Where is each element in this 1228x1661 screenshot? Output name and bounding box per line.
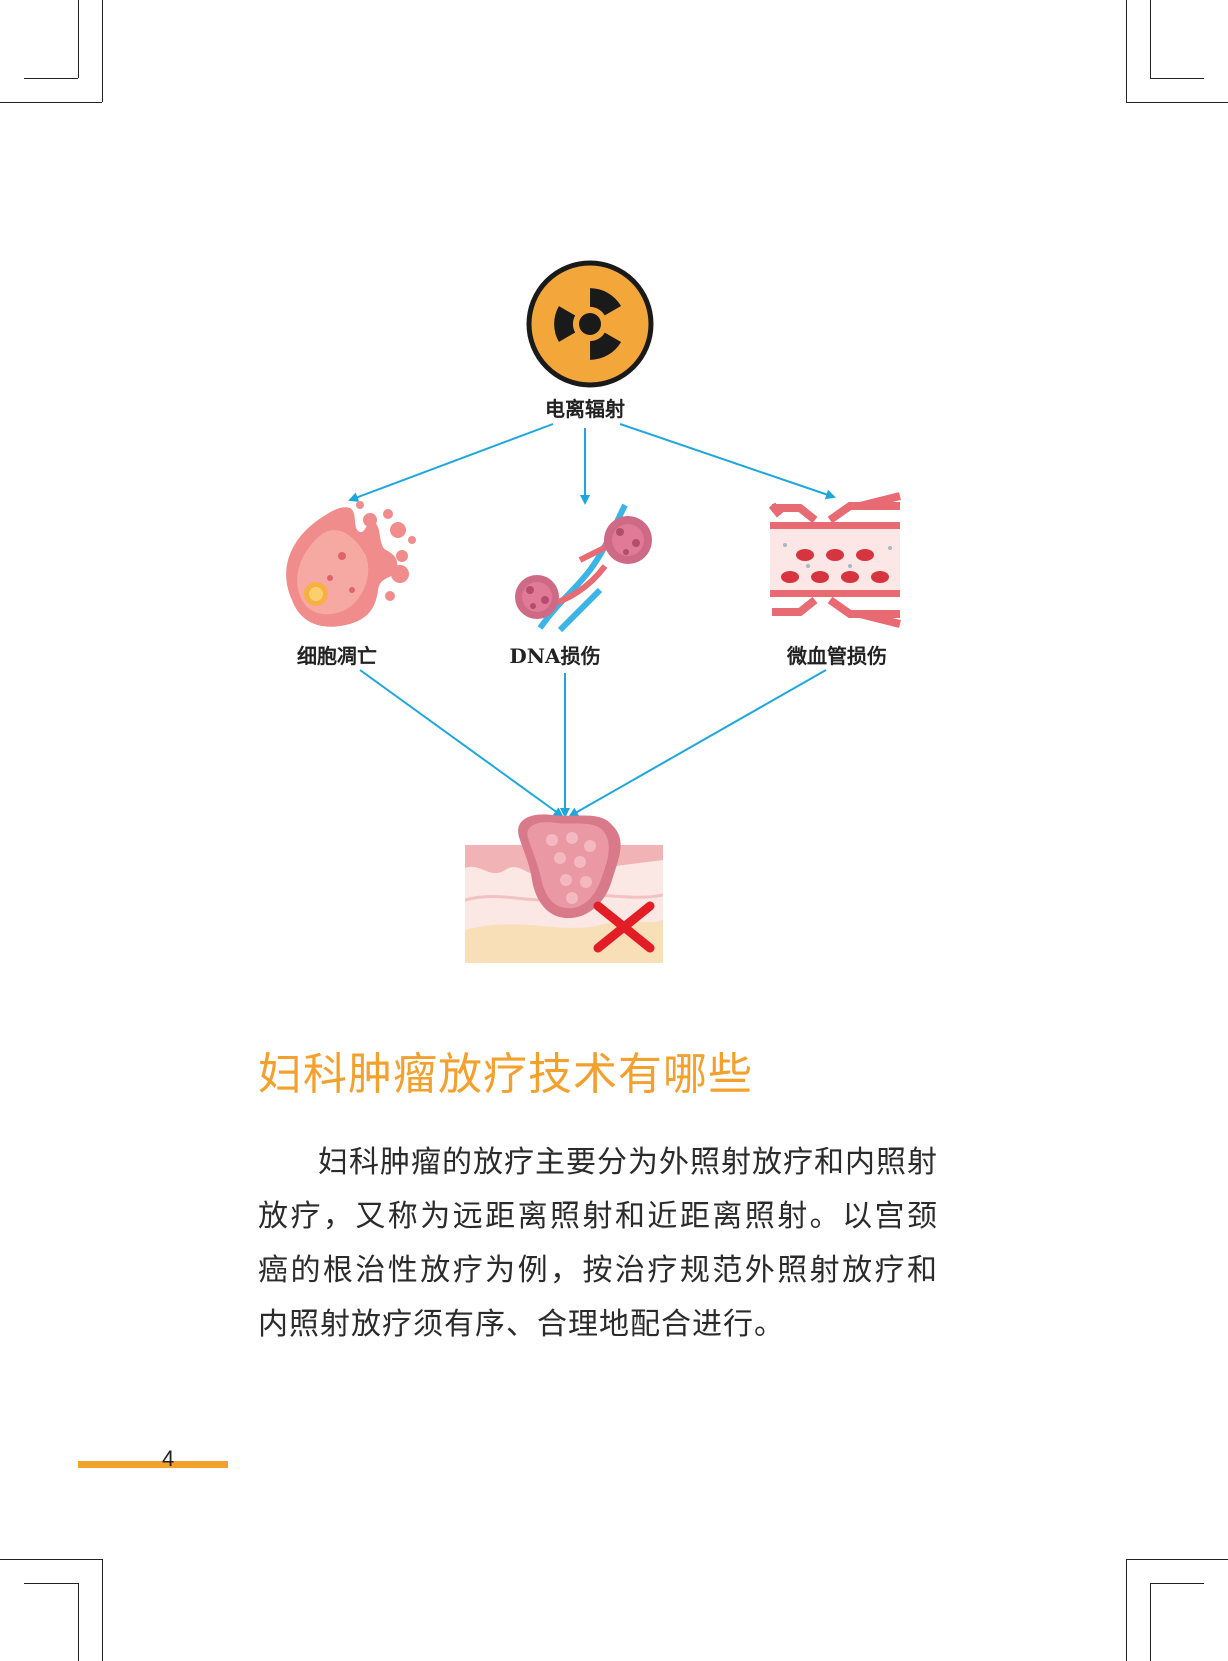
radiation-effects-diagram: 电离辐射 细胞凋亡 DNA损伤 微血管损伤 — [0, 0, 1228, 980]
effect-label-dna: DNA损伤 — [509, 640, 600, 669]
effect-label-apoptosis: 细胞凋亡 — [297, 640, 377, 669]
page-number: 4 — [162, 1446, 174, 1472]
arrows-lower — [360, 670, 826, 816]
source-label: 电离辐射 — [545, 393, 625, 422]
section-title: 妇科肿瘤放疗技术有哪些 — [258, 1038, 753, 1102]
crop-mark — [1150, 1583, 1204, 1584]
microvessel-damage-icon — [770, 496, 900, 624]
tumor-destroyed-icon — [465, 814, 663, 963]
crop-mark — [102, 1559, 103, 1661]
radiation-icon — [529, 263, 651, 385]
arrows-upper — [350, 424, 834, 503]
crop-mark — [0, 1559, 102, 1560]
crop-mark — [24, 1583, 78, 1584]
dna-damage-icon — [515, 505, 652, 630]
crop-mark — [1150, 1583, 1151, 1661]
cell-apoptosis-icon — [286, 501, 416, 627]
crop-mark — [1126, 1559, 1127, 1661]
crop-mark — [78, 1583, 79, 1661]
crop-mark — [1126, 1559, 1228, 1560]
body-paragraph: 妇科肿瘤的放疗主要分为外照射放疗和内照射放疗，又称为远距离照射和近距离照射。以宫… — [258, 1136, 938, 1352]
diagram-graphics — [0, 0, 1228, 980]
effect-label-microvessel: 微血管损伤 — [787, 640, 887, 669]
page-accent-bar — [78, 1461, 228, 1468]
